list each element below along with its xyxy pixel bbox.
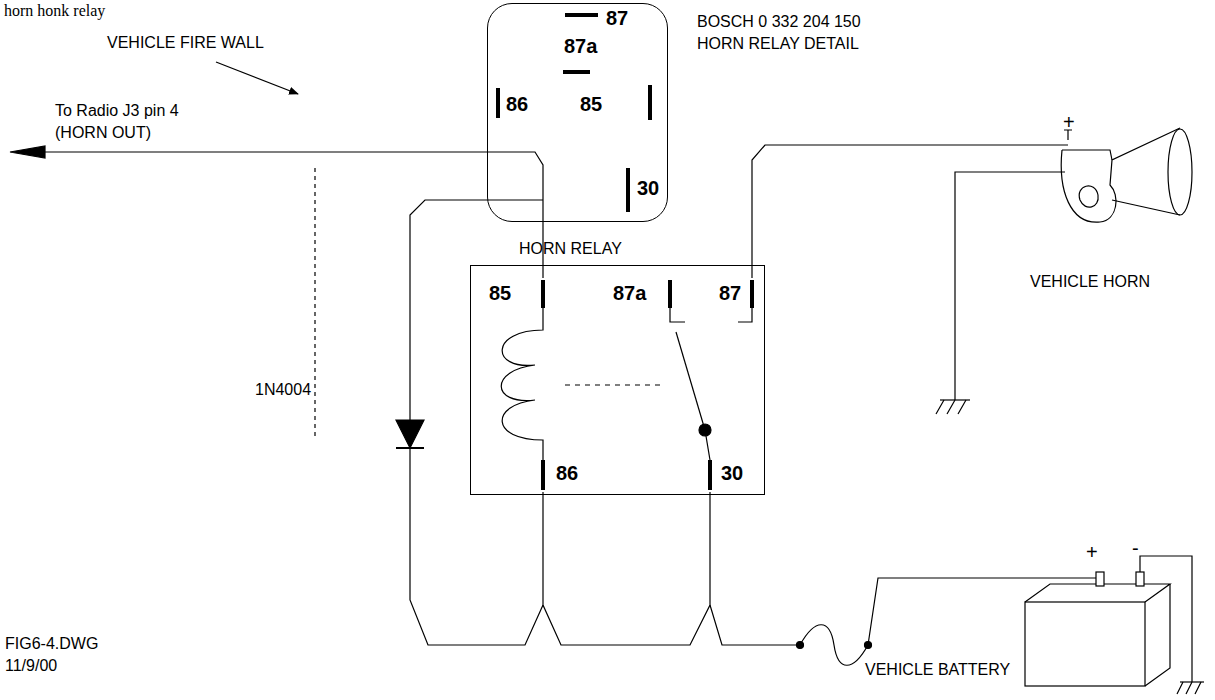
diagram-label: + <box>1063 112 1075 132</box>
ground-symbol <box>1177 682 1201 694</box>
contact-pivot <box>699 424 711 436</box>
pointer-arrow <box>216 62 298 94</box>
battery-wire <box>710 605 800 645</box>
horn-wire <box>752 145 1068 278</box>
battery-drawing <box>1096 572 1104 586</box>
pin-number: 87a <box>564 36 597 56</box>
horn-drawing <box>1112 200 1180 215</box>
battery-drawing <box>1136 572 1144 586</box>
armature-line <box>565 384 665 385</box>
page-title: horn honk relay <box>4 3 105 19</box>
diagram-label: + <box>1086 542 1098 562</box>
battery-drawing <box>1025 602 1145 686</box>
pin-number: 87 <box>606 8 628 28</box>
diode-bar <box>396 447 424 449</box>
relay-pins <box>541 460 545 490</box>
pin-number: 87 <box>719 283 741 303</box>
horn-drawing <box>1168 129 1192 215</box>
ground-symbol <box>1177 682 1204 694</box>
pin-number: 86 <box>506 94 528 114</box>
contact-87 <box>738 308 752 322</box>
diode-symbol <box>396 420 424 448</box>
radio-wire <box>40 152 543 278</box>
relay-pins <box>708 460 712 490</box>
detail-pins <box>648 85 652 120</box>
ground-symbol <box>936 400 966 414</box>
radio-arrowhead <box>10 146 45 158</box>
horn-drawing <box>1079 186 1098 207</box>
relay-pins <box>750 280 754 308</box>
diagram-label: FIG6-4.DWG <box>5 636 98 652</box>
diagram-label: To Radio J3 pin 4 <box>55 103 179 119</box>
detail-pins <box>626 168 630 212</box>
diagram-label: VEHICLE HORN <box>1030 274 1150 290</box>
detail-pins <box>563 70 590 74</box>
part-name: HORN RELAY <box>519 241 622 257</box>
battery-ground-wire <box>1140 556 1192 682</box>
diagram-label: (HORN OUT) <box>55 125 151 141</box>
coil-supply-wire <box>543 492 710 645</box>
diagram-label: - <box>1132 538 1139 558</box>
detail-pins <box>565 13 598 17</box>
battery-drawing <box>1025 584 1170 602</box>
contact-87a <box>670 308 685 322</box>
diagram-label: VEHICLE FIRE WALL <box>107 35 264 51</box>
pin-number: 85 <box>489 283 511 303</box>
detail-pins <box>496 88 500 118</box>
relay-pins <box>543 280 752 490</box>
pin-number: 85 <box>580 94 602 114</box>
relay-coil <box>501 308 543 460</box>
detail-pins <box>498 15 650 212</box>
relay-box: 85 87a 87 86 30 <box>470 265 765 495</box>
battery-drawing <box>1025 572 1170 686</box>
diagram-label: 1N4004 <box>255 382 311 398</box>
fuse-symbol <box>800 625 868 666</box>
battery-drawing <box>1145 584 1170 686</box>
pin-number: 30 <box>637 178 659 198</box>
battery-plus-wire <box>868 578 1100 645</box>
diagram-label: HORN RELAY DETAIL <box>697 36 859 52</box>
pin-number: 30 <box>721 463 743 483</box>
diode-wire <box>410 200 543 645</box>
horn-drawing <box>1061 128 1180 222</box>
contact-arm <box>676 332 705 430</box>
fire-wall-line <box>314 168 315 440</box>
schematic-art <box>10 15 1204 694</box>
fuse-terminal <box>797 642 804 649</box>
diagram-label: VEHICLE BATTERY <box>865 662 1010 678</box>
horn-drawing <box>1062 150 1112 160</box>
relay-detail-box: 8787a868530HORN RELAY <box>487 3 668 222</box>
pin-number: 87a <box>613 283 646 303</box>
horn-drawing <box>1061 128 1192 222</box>
pin-number: 86 <box>556 463 578 483</box>
relay-pins <box>541 280 545 308</box>
ground-symbol <box>936 400 970 414</box>
diagram-label: 11/9/00 <box>5 658 57 674</box>
diagram-label: BOSCH 0 332 204 150 <box>697 14 861 30</box>
relay-pins <box>668 280 672 308</box>
